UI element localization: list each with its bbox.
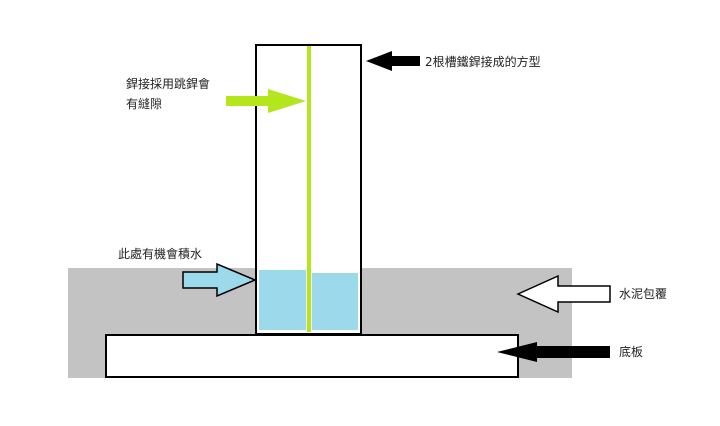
- water-left: [259, 270, 306, 330]
- label-cement-cover: 水泥包覆: [619, 287, 668, 301]
- arrow-base-plate: [497, 342, 610, 362]
- arrow-cement-cover: [516, 274, 611, 314]
- water-right: [312, 273, 358, 330]
- arrow-square-tube: [366, 51, 420, 71]
- label-water-pooling: 此處有機會積水: [118, 247, 203, 261]
- label-weld-gap-line1: 銲接採用跳銲會: [126, 77, 211, 91]
- label-weld-gap-line2: 有縫隙: [126, 97, 163, 111]
- arrow-water-pooling: [182, 262, 257, 298]
- label-square-tube: 2根槽鐵銲接成的方型: [425, 55, 541, 69]
- label-base-plate: 底板: [619, 345, 644, 359]
- base-plate: [105, 334, 519, 378]
- arrow-weld-gap: [226, 89, 306, 113]
- weld-seam: [307, 46, 311, 332]
